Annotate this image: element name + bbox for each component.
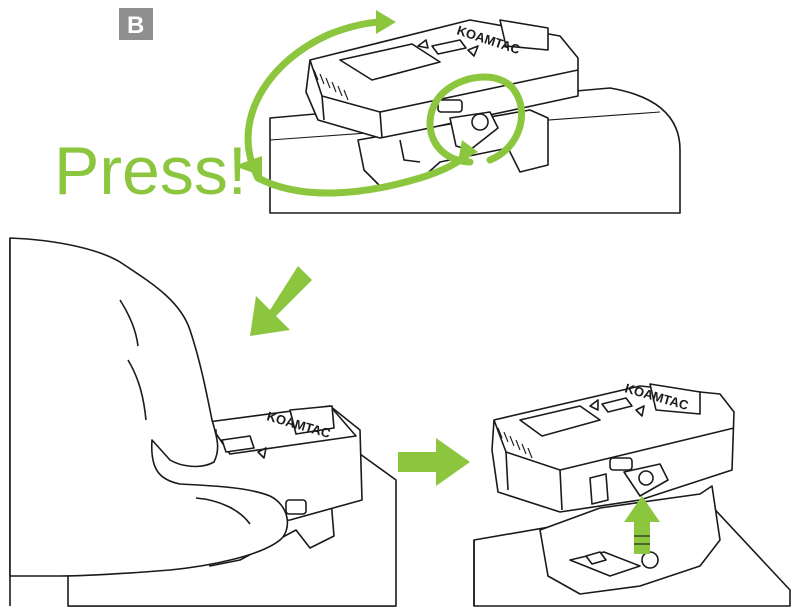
scanner-device-right: KOAMTAC [491, 380, 735, 513]
up-arrow-icon [624, 496, 660, 554]
step-badge-icon: B [119, 8, 153, 40]
instruction-text: Press! [54, 133, 247, 209]
press-pointer [234, 156, 262, 176]
diagonal-arrow-icon [250, 266, 312, 336]
scanner-device-top: KOAMTAC [305, 19, 579, 163]
panel-top: B KOAMTAC [54, 8, 681, 214]
panel-bottom-right: KOAMTAC [473, 380, 791, 607]
hand-icon [9, 237, 289, 577]
latch-highlight-circle [254, 73, 526, 197]
step-badge-label: B [127, 12, 144, 39]
cradle-right [539, 485, 721, 595]
curved-arrow-icon [244, 10, 396, 182]
panel-bottom-left: KOAMTAC [9, 237, 397, 607]
right-arrow-icon [398, 438, 470, 486]
